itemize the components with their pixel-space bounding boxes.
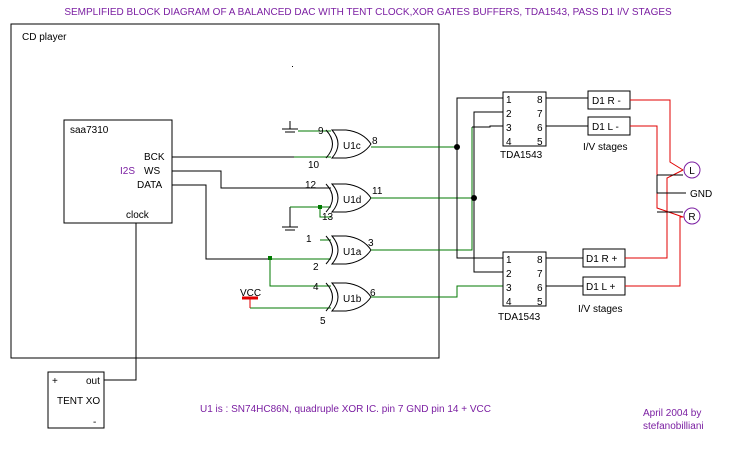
wire-l-plus-out [625, 216, 686, 287]
tda-bottom-pin7: 7 [537, 269, 543, 280]
ic-note: U1 is : SN74HC86N, quadruple XOR IC. pin… [200, 404, 491, 415]
gate-u1d-pin-a: 12 [305, 180, 317, 191]
wire-r-plus-out [625, 169, 684, 259]
credit-line-1: April 2004 by [643, 408, 701, 419]
tda-top-pin1: 1 [506, 95, 512, 106]
output-jack-l [683, 161, 701, 179]
wire-bck-to-tda-bottom [456, 147, 503, 259]
wire-l-minus-out [630, 125, 684, 218]
iv-r-plus-label: D1 R + [586, 254, 618, 265]
tda-bottom-pin5: 5 [537, 297, 543, 308]
gate-u1a-pin-b: 2 [313, 262, 319, 273]
tda-top-pin8: 8 [537, 95, 543, 106]
saa7310-name: saa7310 [70, 125, 109, 136]
xor-gate-u1a [325, 235, 372, 265]
wire-data [172, 184, 270, 260]
gnd-label: GND [690, 189, 712, 200]
tda-bottom-pin8: 8 [537, 255, 543, 266]
gate-u1c-pin-a: 9 [318, 126, 324, 137]
diagram-title: SEMPLIFIED BLOCK DIAGRAM OF A BALANCED D… [64, 7, 672, 18]
gate-u1a-pin-out: 3 [368, 238, 374, 249]
tda-top-pin7: 7 [537, 109, 543, 120]
gate-u1d-pin-out: 11 [372, 186, 383, 197]
tda-top-pin6: 6 [537, 123, 543, 134]
gate-u1b-pin-b: 5 [320, 316, 326, 327]
junction-u1d [318, 205, 322, 209]
gate-u1c-pin-out: 8 [372, 136, 378, 147]
stray-dot [292, 66, 293, 67]
credit-line-2: stefanobilliani [643, 421, 704, 432]
wire-u1b-out [371, 285, 503, 298]
wire-bck-to-tda-top [456, 97, 503, 147]
wire-r-minus-out [630, 99, 684, 171]
iv-top-caption: I/V stages [583, 142, 627, 153]
wire-data-to-tda-top [472, 125, 503, 128]
tent-xo-plus: + [52, 376, 58, 387]
output-jack-l-label: L [689, 166, 695, 177]
pin-bck-label: BCK [144, 152, 165, 163]
gate-u1a-label: U1a [343, 247, 362, 258]
iv-l-plus-label: D1 L + [586, 282, 616, 293]
ground-symbol-mid [282, 207, 298, 231]
tda-top-pin5: 5 [537, 137, 543, 148]
tda-top-pin3: 3 [506, 123, 512, 134]
wire-ws-to-tda-top [473, 111, 503, 198]
gate-u1c-pin-b: 10 [308, 160, 320, 171]
tda-top-name: TDA1543 [500, 150, 543, 161]
tda-bottom-pin1: 1 [506, 255, 512, 266]
pin-clock-label: clock [126, 210, 150, 221]
pin-data-label: DATA [137, 180, 163, 191]
tent-xo-box [47, 371, 105, 429]
wire-gnd [656, 175, 686, 194]
gate-u1d-label: U1d [343, 195, 361, 206]
iv-r-minus-label: D1 R - [592, 96, 621, 107]
tda-bottom-name: TDA1543 [498, 312, 541, 323]
xor-gate-u1d [325, 183, 372, 213]
pin-ws-label: WS [144, 166, 160, 177]
junction-ws [471, 195, 477, 201]
wire-u1a-out [371, 127, 473, 251]
gate-u1b-pin-out: 6 [370, 288, 376, 299]
iv-l-minus-label: D1 L - [592, 122, 619, 133]
tda-bottom-pin4: 4 [506, 297, 512, 308]
junction-bck [454, 144, 460, 150]
gate-u1b-label: U1b [343, 294, 362, 305]
wire-data-to-u1b [269, 259, 331, 287]
pin-i2s-label: I2S [120, 166, 135, 177]
cd-player-label: CD player [22, 32, 67, 43]
output-jack-r-label: R [688, 212, 695, 223]
tda1543-top-chip [502, 91, 547, 147]
gate-u1a-pin-a: 1 [306, 234, 312, 245]
xor-gate-u1c [325, 129, 372, 159]
gate-u1d-pin-b: 13 [322, 212, 334, 223]
ground-symbol-top [282, 121, 298, 133]
tda1543-bottom-chip [502, 251, 547, 307]
tent-xo-out: out [86, 376, 100, 387]
cd-player-box [10, 23, 440, 359]
wire-ws [172, 170, 331, 189]
vcc-label: VCC [240, 288, 261, 299]
tda-top-pin2: 2 [506, 109, 512, 120]
gate-u1b-pin-a: 4 [313, 282, 319, 293]
tda-top-pin4: 4 [506, 137, 512, 148]
output-jack-r [683, 207, 701, 225]
junction-data [268, 256, 272, 260]
tda-bottom-pin6: 6 [537, 283, 543, 294]
wire-ws-to-tda-bottom [473, 198, 503, 273]
gate-u1c-label: U1c [343, 141, 361, 152]
tent-xo-minus: - [93, 417, 96, 428]
iv-bottom-caption: I/V stages [578, 304, 622, 315]
tent-xo-name: TENT XO [57, 396, 100, 407]
xor-gate-u1b [325, 282, 372, 312]
wire-clock [104, 223, 137, 381]
wire-u1d-in13-tap [319, 207, 331, 218]
tda-bottom-pin2: 2 [506, 269, 512, 280]
tda-bottom-pin3: 3 [506, 283, 512, 294]
